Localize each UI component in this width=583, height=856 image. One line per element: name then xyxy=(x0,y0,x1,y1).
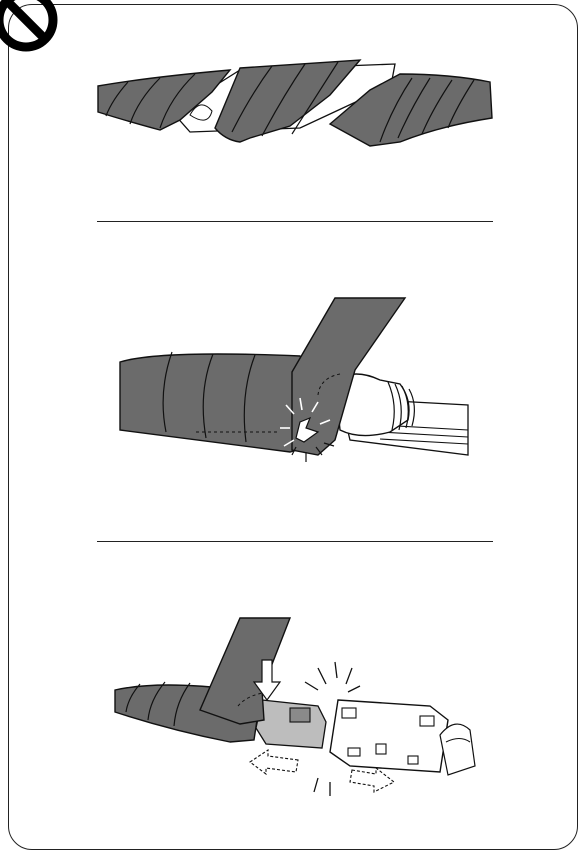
tape-over-latch-illustration xyxy=(0,290,583,490)
panel-divider xyxy=(97,541,493,542)
taped-cable-illustration xyxy=(0,40,583,170)
panel-divider xyxy=(97,221,493,222)
tape-blocked-connector-illustration xyxy=(0,610,583,810)
